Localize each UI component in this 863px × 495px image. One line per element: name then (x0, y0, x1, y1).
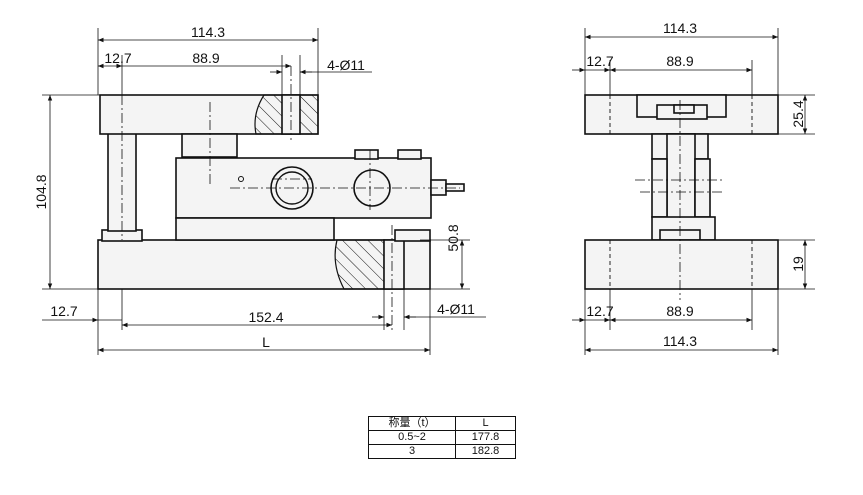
side-view: 114.3 12.7 88.9 25.4 19 12.7 88.9 114.3 (572, 20, 815, 355)
table-row: 0.5~2 177.8 (368, 430, 516, 445)
front-bolt-1 (354, 149, 379, 160)
table-cell-capacity: 3 (368, 444, 456, 459)
side-dim-top-plate-height: 25.4 (790, 100, 806, 127)
side-cell-right (694, 158, 711, 218)
side-dim-bottom-offset: 12.7 (586, 303, 613, 319)
side-dim-top-width: 114.3 (663, 20, 697, 36)
side-base-plate (584, 239, 779, 290)
front-dim-bottom-holes: 4-Ø11 (437, 301, 475, 317)
front-base-hole (383, 239, 405, 290)
side-cell-left (651, 158, 668, 218)
front-cell-screw (238, 176, 244, 182)
side-dim-top-offset: 12.7 (586, 53, 613, 69)
side-top-pin-cap (673, 104, 695, 114)
front-cell-hole-2 (353, 169, 391, 207)
table-row: 3 182.8 (368, 444, 516, 459)
front-dim-top-width: 114.3 (191, 24, 225, 40)
front-loading-pin (181, 133, 238, 158)
front-cable (445, 183, 465, 192)
side-dim-bottom-width: 114.3 (663, 333, 697, 349)
front-bolt-2 (397, 149, 422, 160)
table-cell-length: 177.8 (455, 430, 516, 445)
table-cell-capacity: 0.5~2 (368, 430, 456, 445)
table-header-length: L (455, 416, 516, 431)
capacity-spec-table: 称量（t） L 0.5~2 177.8 3 182.8 (368, 416, 516, 459)
front-dim-base-height: 50.8 (445, 224, 461, 251)
table-header-row: 称量（t） L (368, 416, 516, 431)
front-base-boss (394, 229, 431, 242)
front-dim-top-holes: 4-Ø11 (327, 57, 365, 73)
front-cable-gland (430, 179, 447, 196)
table-header-capacity: 称量（t） (368, 416, 456, 431)
front-dim-total-height: 104.8 (33, 174, 49, 209)
side-dim-base-plate-height: 19 (790, 256, 806, 272)
front-dim-bottom-spacing: 152.4 (248, 309, 283, 325)
front-load-cell-step (175, 217, 335, 241)
front-view: 114.3 12.7 88.9 4-Ø11 104.8 50.8 12.7 15… (33, 24, 486, 355)
front-dim-bottom-offset: 12.7 (50, 303, 77, 319)
front-dim-left-offset: 12.7 (104, 50, 131, 66)
side-dim-top-spacing: 88.9 (666, 53, 693, 69)
front-base-section-hatch (334, 239, 385, 290)
table-cell-length: 182.8 (455, 444, 516, 459)
side-dim-bottom-spacing: 88.9 (666, 303, 693, 319)
front-dim-hole-spacing: 88.9 (192, 50, 219, 66)
front-dim-length: L (262, 334, 270, 350)
